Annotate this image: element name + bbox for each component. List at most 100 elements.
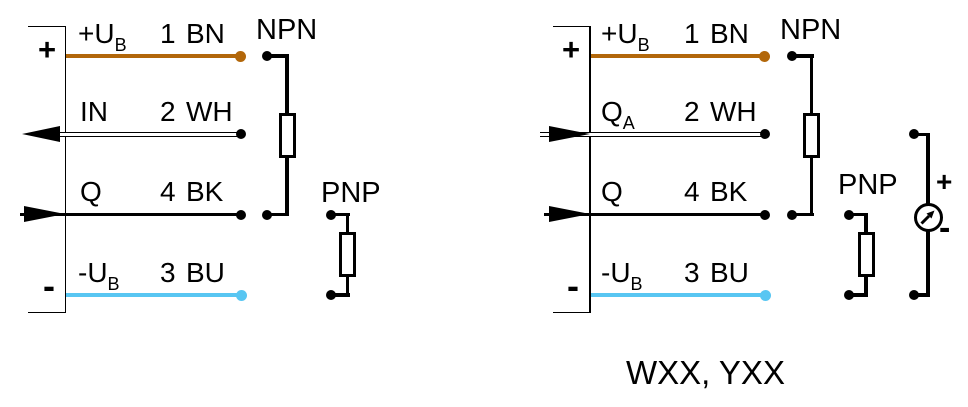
left-npn-top-segment (266, 54, 289, 58)
right-row3-signal-text: Q (601, 176, 623, 207)
left-row3-color-code-label: BK (186, 176, 224, 207)
left-npn-bottom-segment (266, 212, 289, 217)
right-pnp-bottom-segment (848, 293, 868, 297)
right-row4-pin-label: 3 (684, 257, 700, 288)
right-row2-signal-text: Q (601, 96, 623, 127)
left-pnp-label: PNP (321, 177, 381, 209)
left-wire-white (60, 131, 241, 138)
meter-bottom-segment (913, 293, 930, 297)
left-row1-signal-label: +UB (78, 18, 127, 55)
right-row1-signal-label: +UB (601, 18, 650, 55)
right-pnp-bottom-dot (843, 290, 854, 300)
right-row2-color-code-label: WH (710, 96, 757, 127)
right-wire-blue-end-dot (759, 289, 771, 301)
right-row2-pin-label: 2 (684, 96, 700, 127)
left-wire-brown (66, 54, 241, 58)
right-analog-output-arrow-right-icon (549, 125, 590, 142)
right-wire-blue (590, 293, 765, 297)
left-terminal-plus-label: + (38, 32, 57, 67)
left-pnp-top-dot (325, 209, 336, 220)
right-pnp-top-segment (848, 212, 868, 217)
left-row4-color-code-label: BU (186, 257, 225, 288)
right-pnp-top-dot (843, 209, 854, 220)
left-pnp-bottom-segment (330, 293, 350, 297)
right-wire-white-end-dot (759, 129, 770, 140)
right-pnp-label: PNP (838, 169, 898, 201)
right-output-arrow-right-icon (549, 206, 590, 222)
right-wire-white (540, 131, 765, 138)
right-bracket-top-tick (552, 25, 590, 28)
right-row1-color-code-label: BN (710, 18, 749, 49)
right-wire-black-end-dot (759, 209, 770, 220)
left-bracket-line (64, 25, 67, 313)
right-npn-top-segment (790, 54, 814, 58)
right-wire-brown (590, 54, 765, 58)
left-pnp-load-resistor (339, 231, 356, 277)
left-row3-signal-label: Q (80, 178, 102, 212)
right-npn-load-resistor (803, 112, 820, 158)
left-row2-color-code-label: WH (186, 96, 233, 127)
left-pnp-bottom-dot (325, 290, 336, 300)
right-terminal-minus-label: - (567, 265, 579, 306)
right-row1-signal-text: +U (601, 18, 638, 49)
right-npn-top-dot (786, 51, 797, 61)
right-row3-pin-label: 4 (684, 176, 700, 207)
right-row2-signal-subscript: A (622, 113, 635, 133)
meter-minus-label: - (939, 209, 951, 247)
left-input-arrow-left-icon (22, 125, 60, 142)
meter-plus-label: + (936, 166, 953, 197)
right-row4-signal-subscript: B (630, 274, 643, 294)
left-bracket-top-tick (28, 25, 66, 28)
left-pnp-top-segment (330, 212, 350, 217)
left-row2-signal-label: IN (80, 98, 108, 132)
right-wire-black (544, 212, 765, 217)
right-npn-bottom-dot (786, 209, 797, 220)
right-npn-bottom-segment (790, 212, 814, 217)
right-terminal-plus-label: + (562, 32, 581, 67)
right-wire-brown-end-dot (759, 50, 770, 62)
left-bracket-bottom-tick (28, 311, 66, 314)
left-npn-top-dot (261, 51, 272, 61)
right-pnp-load-resistor (857, 231, 875, 277)
left-wire-black (20, 212, 241, 217)
left-terminal-minus-label: - (43, 265, 55, 306)
left-row2-pin-label: 2 (160, 96, 176, 127)
left-wire-blue-end-dot (235, 289, 247, 301)
analog-meter-icon (913, 203, 943, 232)
left-row4-signal-text: -U (78, 257, 108, 288)
right-row1-signal-subscript: B (637, 35, 650, 55)
meter-bottom-dot (908, 290, 919, 300)
left-npn-bottom-dot (261, 209, 272, 220)
left-row2-signal-text: IN (80, 96, 108, 127)
left-wire-blue (66, 293, 241, 297)
right-bracket-bottom-tick (552, 311, 590, 314)
left-row1-signal-subscript: B (114, 35, 127, 55)
left-row1-color-code-label: BN (186, 18, 225, 49)
left-output-arrow-right-icon (24, 206, 65, 222)
left-wire-brown-end-dot (235, 50, 246, 62)
meter-needle-icon (919, 210, 934, 225)
right-row1-pin-label: 1 (684, 18, 700, 49)
left-row4-signal-label: -UB (78, 257, 120, 294)
right-row3-color-code-label: BK (710, 176, 748, 207)
left-npn-load-resistor (278, 112, 296, 158)
right-npn-label: NPN (780, 14, 842, 46)
meter-top-dot (908, 129, 919, 140)
left-wire-white-end-dot (235, 129, 246, 140)
left-npn-label: NPN (256, 14, 318, 46)
left-row1-pin-label: 1 (160, 18, 176, 49)
left-row4-pin-label: 3 (160, 257, 176, 288)
meter-top-segment (913, 132, 930, 136)
right-row3-signal-label: Q (601, 178, 623, 212)
right-row2-signal-label: QA (601, 96, 635, 133)
right-row4-signal-text: -U (601, 257, 631, 288)
right-bracket-line (589, 25, 591, 313)
left-row1-signal-text: +U (78, 18, 115, 49)
type-code-caption: WXX, YXX (626, 354, 785, 391)
left-row4-signal-subscript: B (107, 274, 120, 294)
right-row4-color-code-label: BU (710, 257, 749, 288)
right-row4-signal-label: -UB (601, 257, 643, 294)
left-row3-signal-text: Q (80, 176, 102, 207)
left-wire-black-end-dot (235, 209, 246, 220)
